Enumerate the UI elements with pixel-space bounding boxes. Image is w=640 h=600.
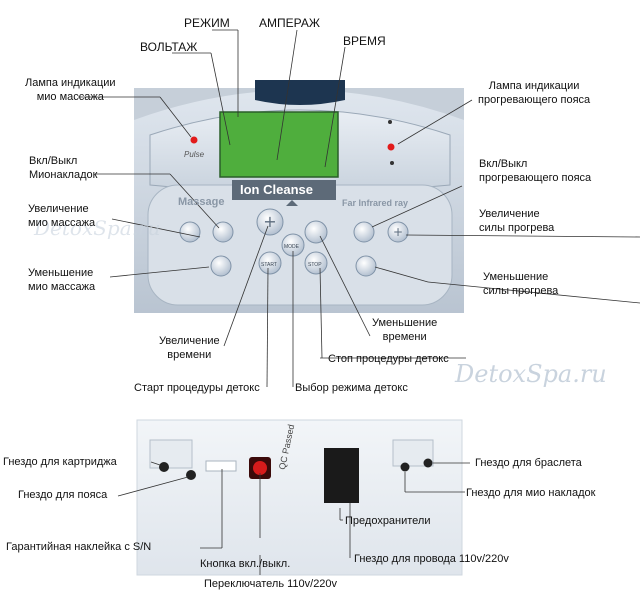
myo-increase-button[interactable] (179, 221, 201, 243)
time-label: ВРЕМЯ (343, 34, 386, 48)
mode-button-label: MODE (284, 244, 299, 250)
cartridge-jack-label: Гнездо для картриджа (3, 456, 117, 468)
start-detox-label: Старт процедуры детокс (134, 382, 260, 394)
warranty-label: Гарантийная наклейка с S/N (6, 541, 152, 553)
plus-icon: + (263, 212, 276, 231)
power-socket-label: Гнездо для провода 110v/220v (354, 553, 509, 565)
myo-decrease-button[interactable] (210, 255, 232, 277)
belt-lamp-led (387, 143, 395, 151)
myo-decrease-label: Уменьшение мио массажа (28, 267, 96, 293)
voltage-label: ВОЛЬТАЖ (140, 40, 198, 54)
switch-label: Переключатель 110v/220v (204, 578, 338, 590)
display-top-recess (255, 80, 345, 105)
cartridge-jack (159, 462, 169, 472)
myo-increase-label: Увеличение мио массажа (28, 203, 96, 229)
fuses-label: Предохранители (345, 515, 431, 527)
belt-onoff-label: Вкл/Выкл прогревающего пояса (479, 158, 592, 184)
massage-label: Massage (178, 196, 225, 208)
start-detox-button[interactable] (258, 251, 282, 275)
time-increase-button[interactable] (256, 208, 284, 236)
bracelet-jack (423, 458, 433, 468)
belt-jack-label: Гнездо для пояса (18, 489, 108, 501)
far-infrared-label: Far Infrared ray (342, 198, 409, 208)
belt-jack (186, 470, 196, 480)
heat-increase-label: Увеличение силы прогрева (479, 208, 555, 234)
brand-label: Ion Cleanse (240, 182, 313, 197)
pulse-label: Pulse (184, 150, 205, 159)
time-decrease-button[interactable] (304, 220, 328, 244)
stop-button-label: STOP (308, 262, 322, 268)
myo-onoff-label: Вкл/Выкл Мионакладок (29, 155, 98, 181)
belt-onoff-button[interactable] (353, 221, 375, 243)
power-button-label: Кнопка вкл./выкл. (200, 558, 291, 570)
leader-lines (78, 29, 640, 575)
myo-lamp-label: Лампа индикации мио массажа (25, 77, 116, 103)
brand-arrow (286, 200, 298, 206)
mode-label: РЕЖИМ (184, 16, 230, 30)
panel-dot (388, 120, 392, 124)
heat-decrease-label: Уменьшение силы прогрева (483, 271, 559, 297)
warranty-sticker (205, 460, 237, 472)
power-button[interactable] (253, 461, 267, 475)
amperage-label: АМПЕРАЖ (259, 16, 320, 30)
myo-pad-jack (400, 462, 410, 472)
heat-decrease-button[interactable] (355, 255, 377, 277)
stop-detox-label: Стоп процедуры детокс (328, 353, 449, 365)
cartridge-plate (149, 439, 193, 469)
bracelet-jack-label: Гнездо для браслета (475, 457, 582, 469)
mode-select-label: Выбор режима детокс (295, 382, 408, 394)
heat-increase-button[interactable] (387, 221, 409, 243)
device-front: + + (134, 80, 464, 313)
power-socket (324, 448, 359, 503)
start-button-label: START (261, 262, 277, 268)
brand-band (232, 180, 336, 200)
time-increase-label: Увеличение времени (159, 335, 220, 361)
panel-dot (390, 161, 394, 165)
stop-detox-button[interactable] (304, 251, 328, 275)
myo-pad-jack-label: Гнездо для мио накладок (466, 487, 596, 499)
time-decrease-label: Уменьшение времени (372, 317, 438, 343)
watermark: DetoxSpa.ru (455, 360, 607, 388)
myo-lamp-led (190, 136, 198, 144)
belt-lamp-label: Лампа индикации прогревающего пояса (478, 80, 591, 106)
device-back (136, 419, 463, 576)
plus-icon: + (393, 225, 403, 239)
watermark: DetoxSpa.ru (34, 216, 161, 240)
